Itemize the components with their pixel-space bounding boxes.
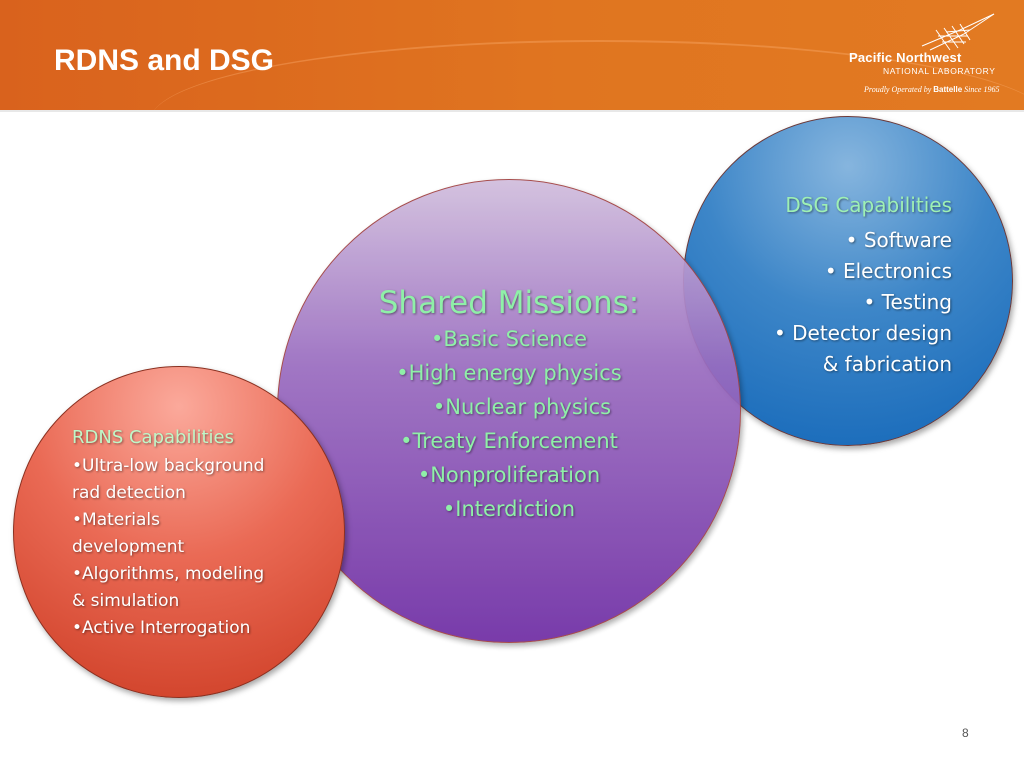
rdns-item: •Algorithms, modeling (72, 564, 265, 584)
rdns-capabilities-list: RDNS Capabilities •Ultra-low background … (72, 424, 292, 642)
rdns-item: rad detection (72, 483, 186, 503)
shared-item: •Nonproliferation (417, 463, 601, 487)
shared-item: •High energy physics (396, 361, 622, 385)
dsg-heading: DSG Capabilities (785, 193, 952, 217)
shared-missions-list: Shared Missions: •Basic Science •High en… (360, 286, 658, 526)
rdns-circle (13, 366, 345, 698)
shared-item: •Treaty Enforcement (400, 429, 618, 453)
shared-item: •Basic Science (430, 327, 588, 351)
page-number: 8 (962, 726, 969, 740)
shared-item: •Nuclear physics (432, 395, 612, 419)
header-swoosh (150, 40, 1024, 110)
dsg-capabilities-list: DSG Capabilities • Software • Electronic… (774, 190, 952, 380)
logo-subname: NATIONAL LABORATORY (883, 66, 996, 76)
dsg-item: & fabrication (822, 352, 952, 376)
pnnl-logo-mark-icon (921, 13, 995, 51)
dsg-item: • Detector design (773, 321, 952, 345)
dsg-item: • Electronics (824, 259, 952, 283)
rdns-item: •Materials (72, 510, 160, 530)
logo-tagline: Proudly Operated by Battelle Since 1965 (864, 85, 999, 94)
shared-item: •Interdiction (442, 497, 576, 521)
dsg-item: • Testing (863, 290, 952, 314)
logo-name: Pacific Northwest (849, 50, 962, 65)
dsg-item: • Software (845, 228, 952, 252)
logo-tagline-brand: Battelle (933, 85, 963, 94)
header-divider (0, 110, 1024, 112)
rdns-item: development (72, 537, 185, 557)
shared-heading: Shared Missions: (378, 285, 640, 321)
rdns-heading: RDNS Capabilities (72, 427, 234, 448)
logo-tagline-post: Since 1965 (962, 85, 1000, 94)
slide-header: RDNS and DSG Pacific Northwest NATIONAL … (0, 0, 1024, 110)
rdns-item: & simulation (72, 591, 180, 611)
slide-title: RDNS and DSG (54, 44, 275, 77)
shared-missions-circle (277, 179, 741, 643)
rdns-item: •Active Interrogation (72, 618, 251, 638)
logo-tagline-pre: Proudly Operated by (864, 85, 934, 94)
rdns-item: •Ultra-low background (72, 456, 265, 476)
